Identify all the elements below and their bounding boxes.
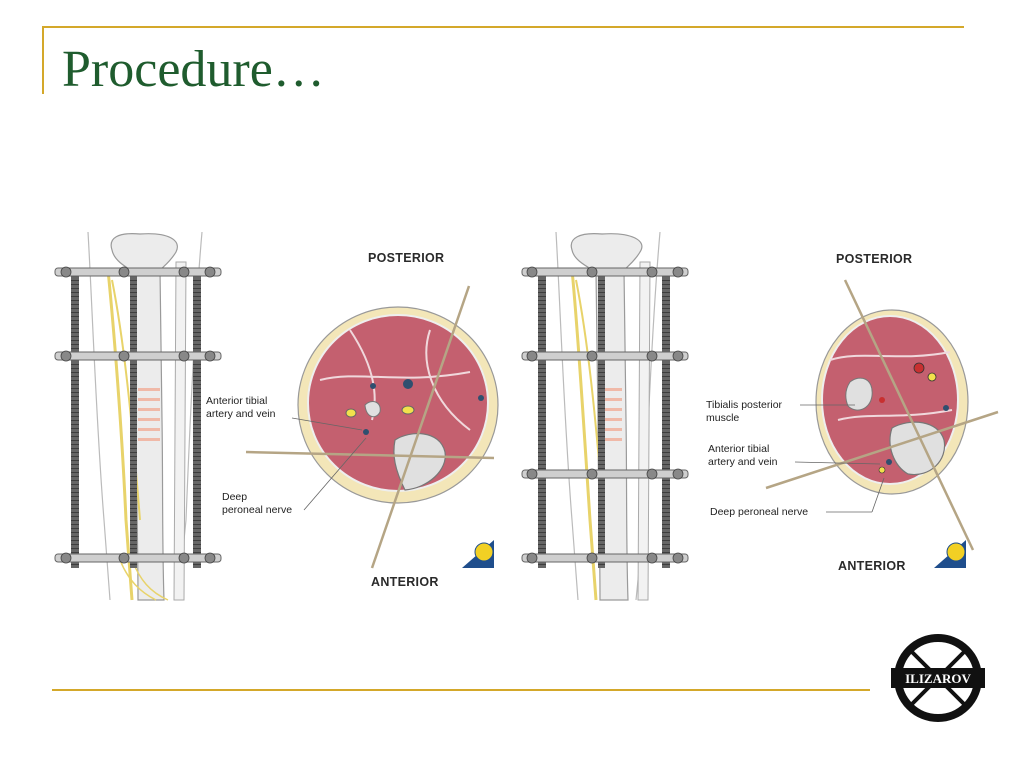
fibula-bone: [173, 261, 187, 601]
transfixion-wire: [765, 410, 999, 490]
tibialis-posterior-label-line2: muscle: [706, 412, 739, 424]
left-rule: [42, 26, 44, 94]
anterior-tibial-label-line2: artery and vein: [708, 456, 778, 468]
leader-line: [871, 477, 885, 513]
posterior-label: POSTERIOR: [836, 252, 912, 266]
tibia-section: [393, 433, 446, 491]
vessel: [927, 372, 937, 382]
fibula-section: [364, 401, 381, 418]
leader-line: [291, 417, 363, 431]
transfixion-wire: [843, 279, 975, 551]
fascia-lines: [829, 351, 953, 421]
osteotomy-marks: [600, 388, 622, 441]
tibialis-posterior-label: Tibialis posterior: [706, 399, 783, 411]
anterior-tibial-label: Anterior tibial: [206, 395, 267, 407]
yellow-vessel-2: [401, 405, 415, 415]
posterior-label: POSTERIOR: [368, 251, 444, 265]
osteotomy-marks: [138, 388, 160, 441]
top-rule: [42, 26, 964, 28]
vessel: [878, 466, 886, 474]
leader-line: [303, 437, 367, 511]
leg-frame-diagram-right: [521, 231, 689, 601]
vessel: [913, 362, 925, 374]
vessel: [943, 405, 949, 411]
peroneal-nerve: [106, 269, 134, 601]
ring-nuts: [60, 266, 216, 564]
bottom-rule: [52, 689, 870, 691]
threaded-rods: [538, 268, 670, 568]
cross-section-left: [245, 285, 499, 569]
anterior-label: ANTERIOR: [838, 559, 906, 573]
transfixion-wire: [245, 450, 495, 460]
vessel: [370, 383, 376, 389]
deep-peroneal-label: Deep: [222, 491, 247, 503]
yellow-vessel: [345, 408, 357, 418]
fibula-bone: [637, 261, 651, 601]
vessel: [478, 395, 484, 401]
vessel: [886, 459, 892, 465]
threaded-rods: [71, 268, 201, 568]
leader-line: [794, 461, 881, 465]
transfixion-wire: [370, 285, 471, 569]
ao-logo-icon: [934, 540, 966, 568]
ilizarov-logo-text: ILIZAROV: [905, 671, 971, 686]
anterior-tibial-label-line2: artery and vein: [206, 408, 276, 420]
anterior-tibial-label: Anterior tibial: [708, 443, 769, 455]
ilizarov-logo-icon: ILIZAROV: [891, 634, 985, 722]
fibula-section: [845, 377, 873, 411]
deep-peroneal-label-line2: peroneal nerve: [222, 504, 292, 516]
deep-peroneal-label: Deep peroneal nerve: [710, 506, 808, 518]
cross-section-right: [765, 279, 999, 551]
anterior-label: ANTERIOR: [371, 575, 439, 589]
vessel: [403, 379, 413, 389]
ring-nuts: [526, 266, 684, 564]
leg-frame-diagram-left: [54, 231, 222, 601]
peroneal-nerve: [570, 269, 598, 601]
slide-title: Procedure…: [62, 41, 325, 98]
vessel: [363, 429, 369, 435]
leg-outline: [87, 231, 203, 601]
ao-logo-icon: [462, 540, 494, 568]
vessel: [879, 397, 885, 403]
frame-rings: [521, 267, 689, 563]
